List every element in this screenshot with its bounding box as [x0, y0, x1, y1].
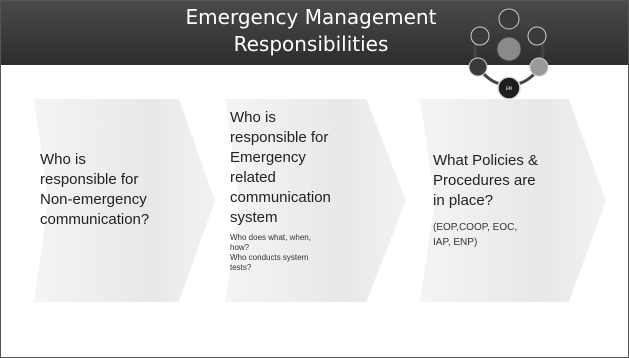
cycle-diagram-graphic: EM — [468, 8, 549, 100]
step-2-sub-line: tests? — [230, 263, 252, 272]
step-3-line: What Policies & — [433, 152, 539, 169]
step-3-line: Procedures are — [433, 172, 536, 189]
step-1-line: Who is — [40, 151, 86, 168]
step-2-text: Who is responsible for Emergency related… — [230, 108, 370, 228]
step-2-line: Who is — [230, 109, 276, 126]
chevron-step-2 — [225, 99, 406, 302]
step-3-line: in place? — [433, 192, 494, 209]
step-2-sub-line: how? — [230, 243, 250, 252]
step-2-line: communication — [230, 189, 331, 206]
cycle-center-label: EM — [506, 86, 513, 91]
slide-title: Emergency Management Responsibilities — [121, 4, 501, 58]
step-1-text: Who is responsible for Non-emergency com… — [40, 150, 185, 230]
step-1-line: communication? — [40, 211, 150, 228]
step-1-line: Non-emergency — [40, 191, 147, 208]
inner-node — [496, 36, 522, 62]
cycle-node-left-top — [470, 26, 490, 46]
step-2-sub-line: Who conducts system — [230, 253, 309, 262]
step-3-text: What Policies & Procedures are in place? — [433, 151, 573, 211]
step-2-line: system — [230, 209, 278, 226]
chevron-step-3 — [420, 99, 606, 302]
title-line-2: Responsibilities — [233, 32, 389, 56]
chevron-step-1 — [34, 99, 215, 302]
cycle-node-right-top — [527, 26, 547, 46]
step-2-line: responsible for — [230, 129, 329, 146]
step-2-line: related — [230, 169, 276, 186]
step-2-line: Emergency — [230, 149, 306, 166]
step-2-subtext: Who does what, when, how? Who conducts s… — [230, 233, 365, 273]
step-3-subtext: (EOP,COOP, EOC, IAP, ENP) — [433, 220, 563, 250]
title-bar: Emergency Management Responsibilities — [1, 1, 628, 65]
step-1-line: responsible for — [40, 171, 139, 188]
step-2-sub-line: Who does what, when, — [230, 233, 311, 242]
cycle-node-right-bottom — [529, 57, 549, 77]
step-3-sub-line: IAP, ENP) — [433, 237, 478, 248]
cycle-node-top — [498, 8, 520, 30]
step-3-sub-line: (EOP,COOP, EOC, — [433, 222, 518, 233]
cycle-node-left-bottom — [468, 57, 488, 77]
title-line-1: Emergency Management — [185, 5, 437, 29]
